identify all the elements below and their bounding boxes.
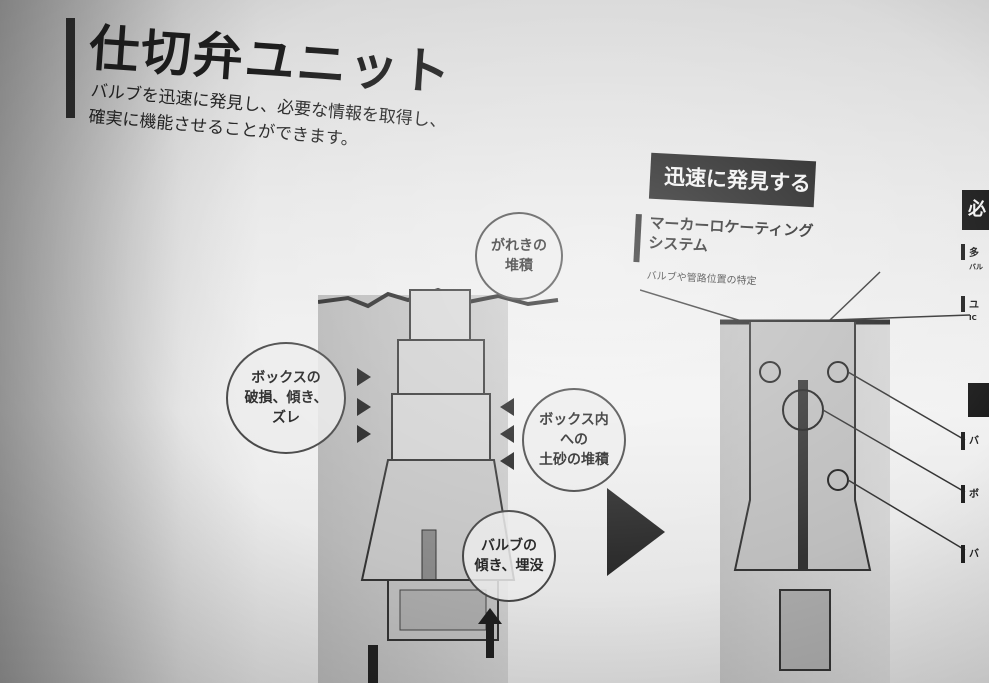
pressure-arrow-icon (500, 452, 514, 470)
edge-label: ボ (969, 489, 979, 500)
edge-small-label: バル (969, 263, 983, 271)
pressure-arrow-icon (357, 368, 371, 386)
edge-label: ユ (969, 300, 979, 311)
pressure-arrow-icon (357, 425, 371, 443)
edge-label-bar (961, 432, 965, 450)
pressure-arrow-icon (500, 425, 514, 443)
title-accent-bar (66, 18, 75, 118)
edge-small-label: IC (969, 314, 977, 322)
pressure-arrow-icon (357, 398, 371, 416)
valve-box-diagram-right (640, 271, 971, 671)
edge-label: バ (969, 436, 979, 447)
left-shadow (0, 0, 260, 683)
valve-box-diagram-left (318, 287, 559, 683)
upward-arrow-icon (478, 608, 502, 658)
box-damage-circle: ボックスの破損、傾き、ズレ (226, 342, 346, 454)
edge-badge: 必 (962, 190, 989, 230)
marker-title: マーカーロケーティング システム (647, 213, 814, 255)
edge-label: バ (969, 549, 979, 560)
debris-circle: がれきの堆積 (475, 212, 563, 300)
edge-badge-dark (968, 383, 989, 417)
pressure-arrow-icon (500, 398, 514, 416)
edge-label-bar (961, 545, 965, 563)
valve-circle: バルブの傾き、埋没 (462, 510, 556, 602)
edge-label-bar (961, 296, 965, 312)
edge-label-bar (961, 244, 965, 260)
marker-accent-bar (633, 213, 642, 263)
edge-label: 多 (969, 248, 979, 259)
quick-find-badge: 迅速に発見する (648, 152, 817, 208)
edge-label-bar (961, 485, 965, 503)
soil-circle: ボックス内への土砂の堆積 (522, 388, 626, 492)
transition-arrow-icon (607, 488, 665, 576)
